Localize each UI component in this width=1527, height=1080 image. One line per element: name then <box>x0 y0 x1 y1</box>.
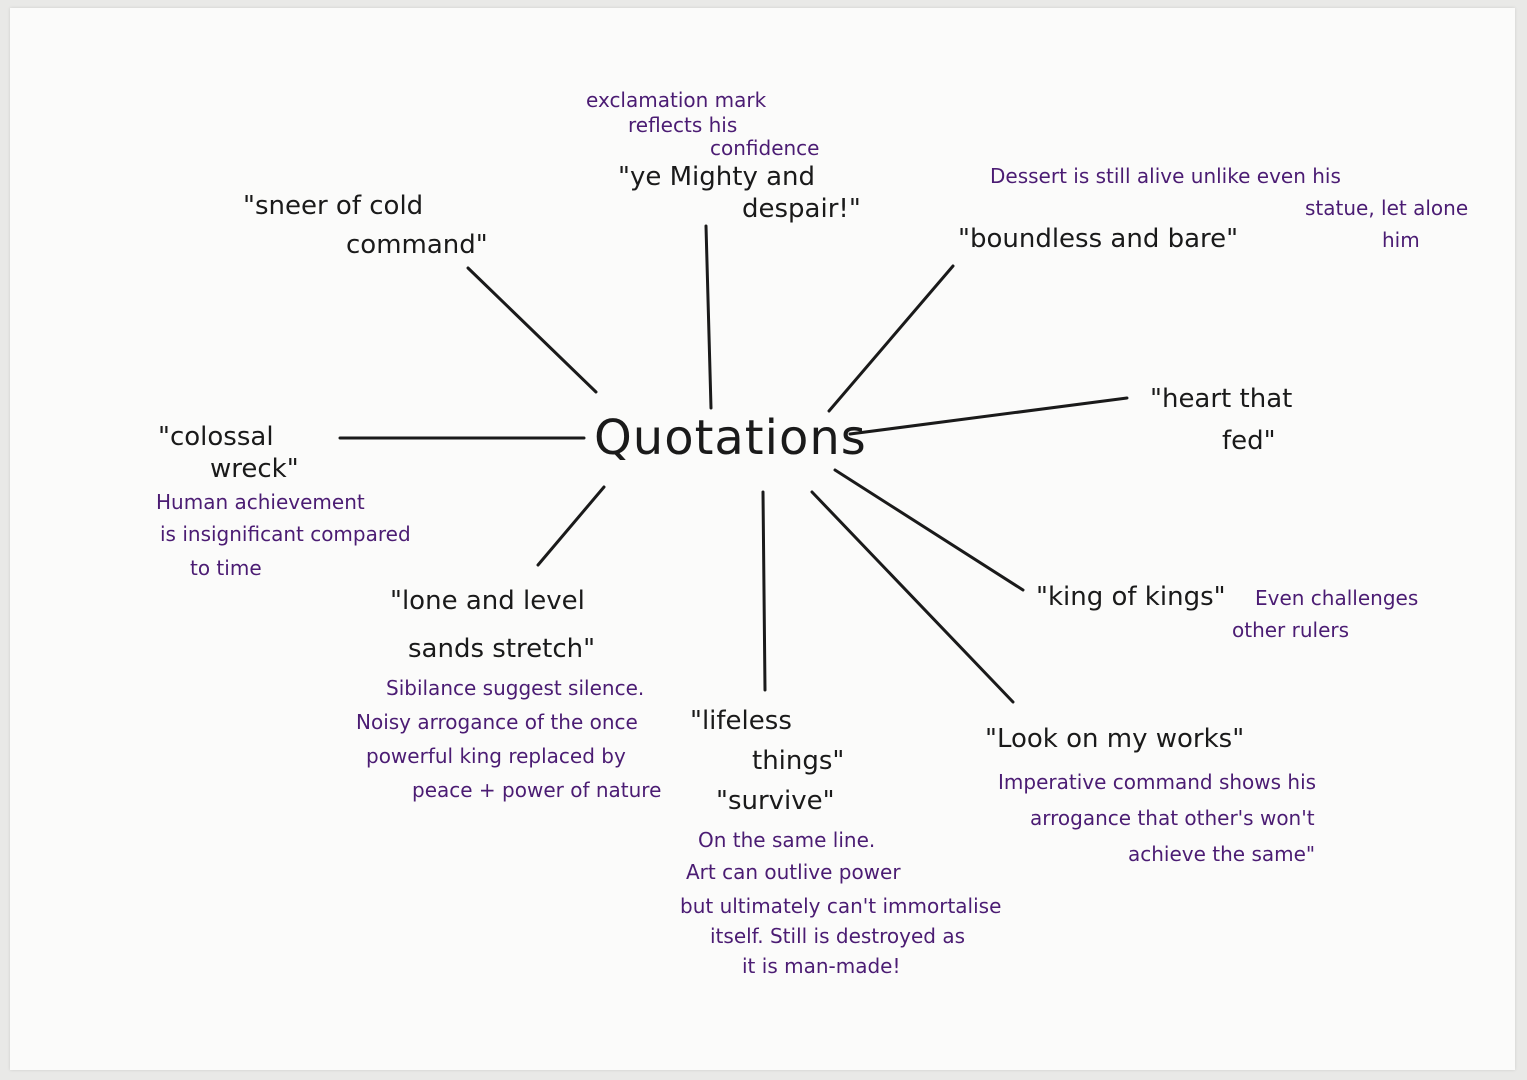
note-look-line2: arrogance that other's won't <box>1030 806 1315 830</box>
note-colossal-line1: Human achievement <box>156 490 365 514</box>
quote-lifeless-line3: "survive" <box>716 786 835 816</box>
note-lifeless-line2: Art can outlive power <box>686 860 901 884</box>
note-mighty-line1: exclamation mark <box>586 88 767 112</box>
note-look-line1: Imperative command shows his <box>998 770 1317 794</box>
spoke-lone <box>536 485 606 567</box>
note-lone-line2: Noisy arrogance of the once <box>356 710 638 734</box>
note-mighty-line2: reflects his <box>628 113 738 137</box>
note-boundless-line3: him <box>1382 228 1420 252</box>
quote-heart-line1: "heart that <box>1150 384 1293 414</box>
quote-lone-line2: sands stretch" <box>408 634 596 664</box>
spoke-mighty <box>704 224 713 410</box>
spoke-boundless <box>827 264 955 413</box>
note-colossal-line2: is insignificant compared <box>160 522 411 546</box>
quote-colossal-line1: "colossal <box>158 422 274 452</box>
quote-boundless: "boundless and bare" <box>958 224 1239 254</box>
note-lone-line4: peace + power of nature <box>412 778 662 802</box>
spoke-sneer <box>466 266 598 394</box>
note-lifeless-line1: On the same line. <box>698 828 876 852</box>
quote-lifeless-line2: things" <box>752 746 845 776</box>
note-lone-line3: powerful king replaced by <box>366 744 626 768</box>
spoke-heart <box>848 396 1129 436</box>
note-kings-line1: Even challenges <box>1255 586 1419 610</box>
note-lifeless-line5: it is man-made! <box>742 954 901 978</box>
spoke-lifeless <box>761 490 767 692</box>
quote-colossal-line2: wreck" <box>210 454 299 484</box>
quote-kings: "king of kings" <box>1036 582 1226 612</box>
quote-mighty-line2: despair!" <box>742 194 861 224</box>
quote-look: "Look on my works" <box>985 724 1245 754</box>
quote-heart-line2: fed" <box>1222 426 1276 456</box>
note-look-line3: achieve the same" <box>1128 842 1316 866</box>
spoke-look <box>810 490 1015 704</box>
note-lone-line1: Sibilance suggest silence. <box>386 676 645 700</box>
note-boundless-line1: Dessert is still alive unlike even his <box>990 164 1341 188</box>
note-lifeless-line3: but ultimately can't immortalise <box>680 894 1002 918</box>
quote-lifeless-line1: "lifeless <box>690 706 792 736</box>
quote-lone-line1: "lone and level <box>390 586 585 616</box>
note-boundless-line2: statue, let alone <box>1305 196 1469 220</box>
note-kings-line2: other rulers <box>1232 618 1350 642</box>
central-topic: Quotations <box>594 410 867 466</box>
quote-mighty-line1: "ye Mighty and <box>618 162 816 192</box>
note-mighty-line3: confidence <box>710 136 820 160</box>
note-lifeless-line4: itself. Still is destroyed as <box>710 924 966 948</box>
spoke-kings <box>833 468 1025 592</box>
note-colossal-line3: to time <box>190 556 262 580</box>
quote-sneer-line2: command" <box>346 230 488 260</box>
quote-sneer-line1: "sneer of cold <box>243 191 424 221</box>
